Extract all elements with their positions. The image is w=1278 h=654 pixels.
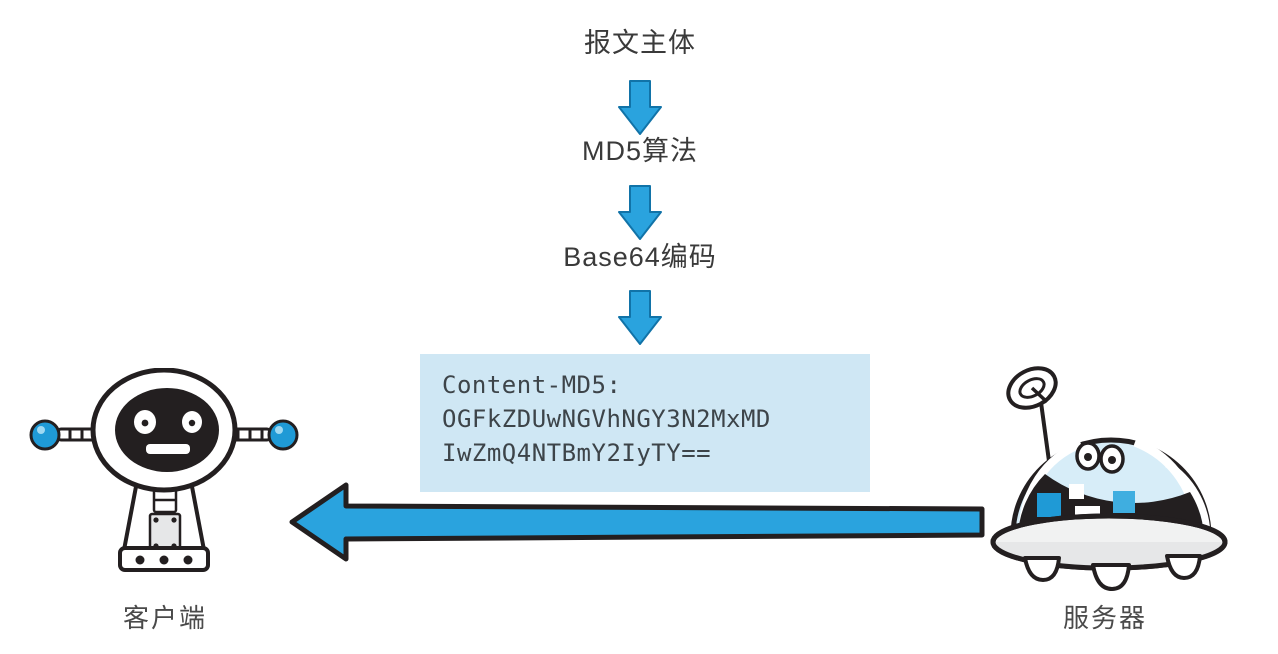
down-arrow-icon-1: [617, 80, 663, 136]
content-md5-line-1: Content-MD5:: [442, 371, 622, 399]
endpoint-label-client: 客户端: [122, 603, 207, 633]
flow-label-base64-encoding: Base64编码: [563, 242, 717, 272]
endpoint-label-server: 服务器: [1062, 603, 1147, 633]
content-md5-line-2: OGFkZDUwNGVhNGY3N2MxMD: [442, 405, 771, 433]
flow-label-message-body: 报文主体: [584, 28, 696, 58]
content-md5-header-box: Content-MD5: OGFkZDUwNGVhNGY3N2MxMD IwZm…: [420, 354, 870, 492]
content-md5-line-3: IwZmQ4NTBmY2IyTY==: [442, 439, 712, 467]
down-arrow-icon-2: [617, 185, 663, 241]
client-robot-icon: [28, 367, 300, 578]
flow-label-md5-algorithm: MD5算法: [581, 136, 698, 166]
down-arrow-icon-3: [617, 290, 663, 346]
response-arrow-icon: [288, 477, 988, 567]
server-ufo-icon: [985, 360, 1233, 592]
